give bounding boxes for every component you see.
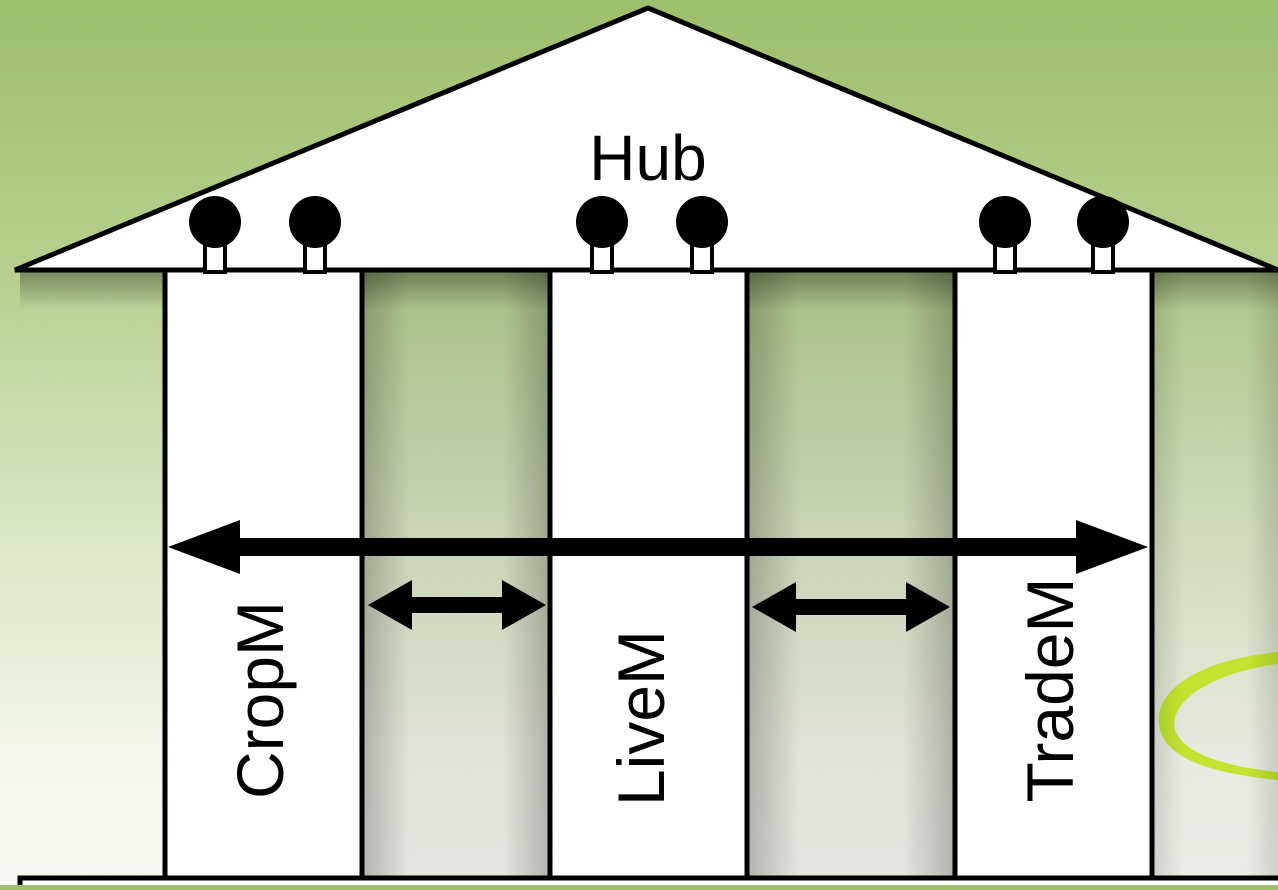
- double-arrow-long-icon: [168, 520, 1148, 574]
- pin-icon: [1077, 196, 1129, 274]
- pillar-label-tradem: TradeM: [1013, 578, 1087, 803]
- pillar-livem: [547, 267, 750, 885]
- pillar-label-cropm: CropM: [223, 601, 297, 799]
- pin-icon: [189, 196, 241, 274]
- pin-icon: [576, 196, 628, 274]
- pillar-label-livem: LiveM: [604, 630, 678, 806]
- double-arrow-short-icon: [752, 582, 950, 632]
- connector-pins: [189, 196, 1129, 274]
- roof-label: Hub: [589, 122, 706, 194]
- pillars: [162, 267, 1155, 885]
- temple-base: [17, 875, 1278, 890]
- pin-icon: [979, 196, 1031, 274]
- pin-icon: [289, 196, 341, 274]
- pillar-tradem: [952, 267, 1155, 885]
- double-arrow-short-icon: [368, 580, 546, 630]
- pin-icon: [676, 196, 728, 274]
